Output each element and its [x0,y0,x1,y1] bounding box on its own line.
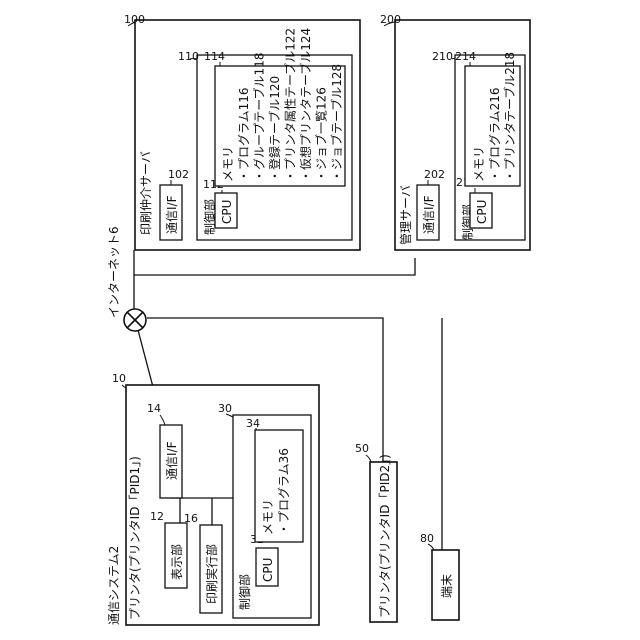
server200-control-ref: 210 [432,50,453,63]
printer10-memory-label: メモリ [261,499,275,535]
printer10-control-label: 制御部 [237,574,252,610]
printer10-print-exec-label: 印刷実行部 [204,544,219,604]
memory-item: ・グループテーブル118 [252,53,267,182]
printer10-control-ref: 30 [218,402,232,415]
printer10-cpu-label: CPU [261,558,275,582]
communication-system-label: 通信システム2 [107,546,121,625]
print-broker-server-ref: 100 [124,13,145,26]
internet-node [124,309,146,331]
printer-pid2-ref: 50 [355,442,369,455]
server100-comm-if-label: 通信I/F [165,195,179,234]
server100-memory-label: メモリ [221,146,235,182]
memory-item: ・ジョブテーブル128 [329,64,344,182]
server200-memory-ref: 214 [455,50,476,63]
print-broker-server: 印刷仲介サーバ 100 通信I/F 102 制御部 110 CPU 112 11… [124,13,360,250]
printer10-comm-if-ref: 14 [147,402,161,415]
server200-memory-label: メモリ [472,146,486,182]
memory-item: ・プログラム36 [277,448,291,535]
management-server: 管理サーバ 200 通信I/F 202 制御部 210 CPU 212 214 … [380,13,530,250]
printer-pid1-ref: 10 [112,372,126,385]
printer10-display-ref: 12 [150,510,164,523]
printer-pid2: プリンタ(プリンタID「PID2」) 50 [355,442,397,622]
printer-pid2-title: プリンタ(プリンタID「PID2」) [378,454,392,618]
management-server-ref: 200 [380,13,401,26]
terminal: 端末 80 [420,532,459,620]
server100-cpu-label: CPU [220,200,234,224]
server200-comm-if-ref: 202 [424,168,445,181]
printer10-print-exec-ref: 16 [184,512,198,525]
memory-item: ・プログラム116 [237,87,251,182]
server100-control-ref: 110 [178,50,199,63]
server200-comm-if-label: 通信I/F [422,195,436,234]
memory-item: ・プログラム216 [488,87,502,182]
management-server-title: 管理サーバ [398,185,413,245]
server200-cpu-label: CPU [475,200,489,224]
internet-label: インターネット6 [107,226,121,318]
printer10-display-label: 表示部 [169,544,184,580]
server100-memory-ref: 114 [204,50,225,63]
memory-item: ・プリンタテーブル218 [502,52,517,182]
terminal-label: 端末 [440,574,454,598]
printer10-memory-ref: 34 [246,417,260,430]
memory-item: ・仮想プリンタテーブル124 [298,28,313,182]
printer10-memory-items: ・プログラム36 [277,448,291,535]
print-broker-server-title: 印刷仲介サーバ [139,151,153,235]
terminal-ref: 80 [420,532,434,545]
printer10-comm-if-label: 通信I/F [165,441,179,480]
server100-comm-if-ref: 102 [168,168,189,181]
memory-item: ・登録テーブル120 [267,76,282,182]
printer-pid1-title: プリンタ(プリンタID「PID1」) [128,456,142,620]
communication-system: 通信システム2 プリンタ(プリンタID「PID1」) 10 通信I/F 14 表… [107,372,319,625]
memory-item: ・プリンタ属性テーブル122 [283,28,298,182]
memory-item: ・ジョブ一覧126 [314,87,329,182]
